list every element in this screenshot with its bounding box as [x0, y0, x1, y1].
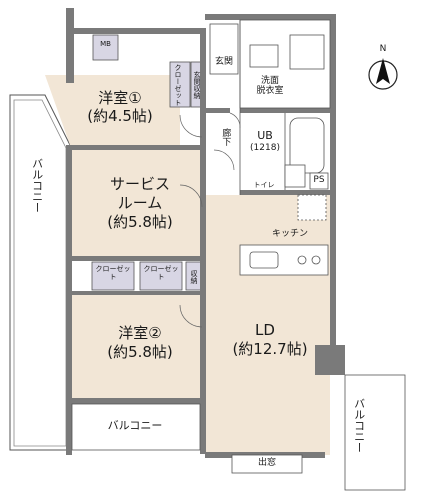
genkan-label: 玄関 [214, 57, 233, 67]
bay-window-label: 出窓 [257, 458, 276, 468]
bathtub [289, 117, 325, 174]
washbasin [249, 44, 279, 68]
kitchen-sink [249, 251, 279, 269]
toilet-label: トイレ [253, 181, 275, 189]
closet-top-label: クローゼット [174, 64, 183, 106]
ps-label: PS [313, 175, 325, 185]
washroom-label: 洗面 脱衣室 [256, 76, 284, 97]
closet-a-fill [91, 261, 135, 291]
closet-top-fill [169, 61, 191, 108]
service-room-name-2: ルーム [117, 194, 163, 212]
toilet-fixture [284, 164, 306, 188]
western-room-1-name: 洋室① [98, 89, 142, 107]
balcony-right-label: バルコニー [352, 397, 366, 453]
ld-name: LD [255, 321, 275, 339]
service-room-area: (約5.8帖) [107, 213, 173, 231]
bay-window-box [231, 454, 303, 474]
balcony-left-label: バルコニー [30, 157, 44, 213]
ps-box [309, 172, 329, 190]
washing-machine [289, 34, 325, 70]
stove-burner [297, 255, 307, 265]
stove-burner [311, 255, 321, 265]
western-room-1-fill [45, 75, 180, 145]
closet-a-label: クローゼット [95, 265, 131, 282]
closet-b-label: クローゼット [143, 265, 179, 282]
ld-fill [205, 255, 330, 455]
western-room-1-area: (約4.5帖) [87, 107, 153, 125]
closet-b-fill [139, 261, 183, 291]
balcony-right-area [344, 374, 406, 491]
genkan-storage-label: 玄関収納 [193, 71, 202, 99]
compass-label: N [379, 44, 387, 54]
ld-area: (約12.7帖) [232, 340, 308, 358]
door-swings [179, 112, 241, 328]
western-room-2-area: (約5.8帖) [107, 343, 173, 361]
service-room-name-1: サービス [109, 175, 170, 193]
western-room-2-name: 洋室② [118, 324, 162, 342]
storage-label: 収納 [190, 270, 199, 284]
western-room-2-fill [70, 295, 205, 400]
corridor-label: 廊下 [220, 128, 231, 146]
ub-label: UB [257, 129, 273, 142]
north-arrow-icon [368, 58, 398, 90]
balcony-bottom-label: バルコニー [107, 419, 163, 432]
ub-size-label: (1218) [250, 143, 280, 153]
service-room-fill [70, 150, 205, 260]
mb-box [92, 34, 119, 61]
balcony-bottom-area [71, 403, 201, 451]
kitchen-label: キッチン [271, 229, 308, 239]
mb-label: MB [100, 40, 111, 48]
fridge-space [297, 194, 327, 221]
